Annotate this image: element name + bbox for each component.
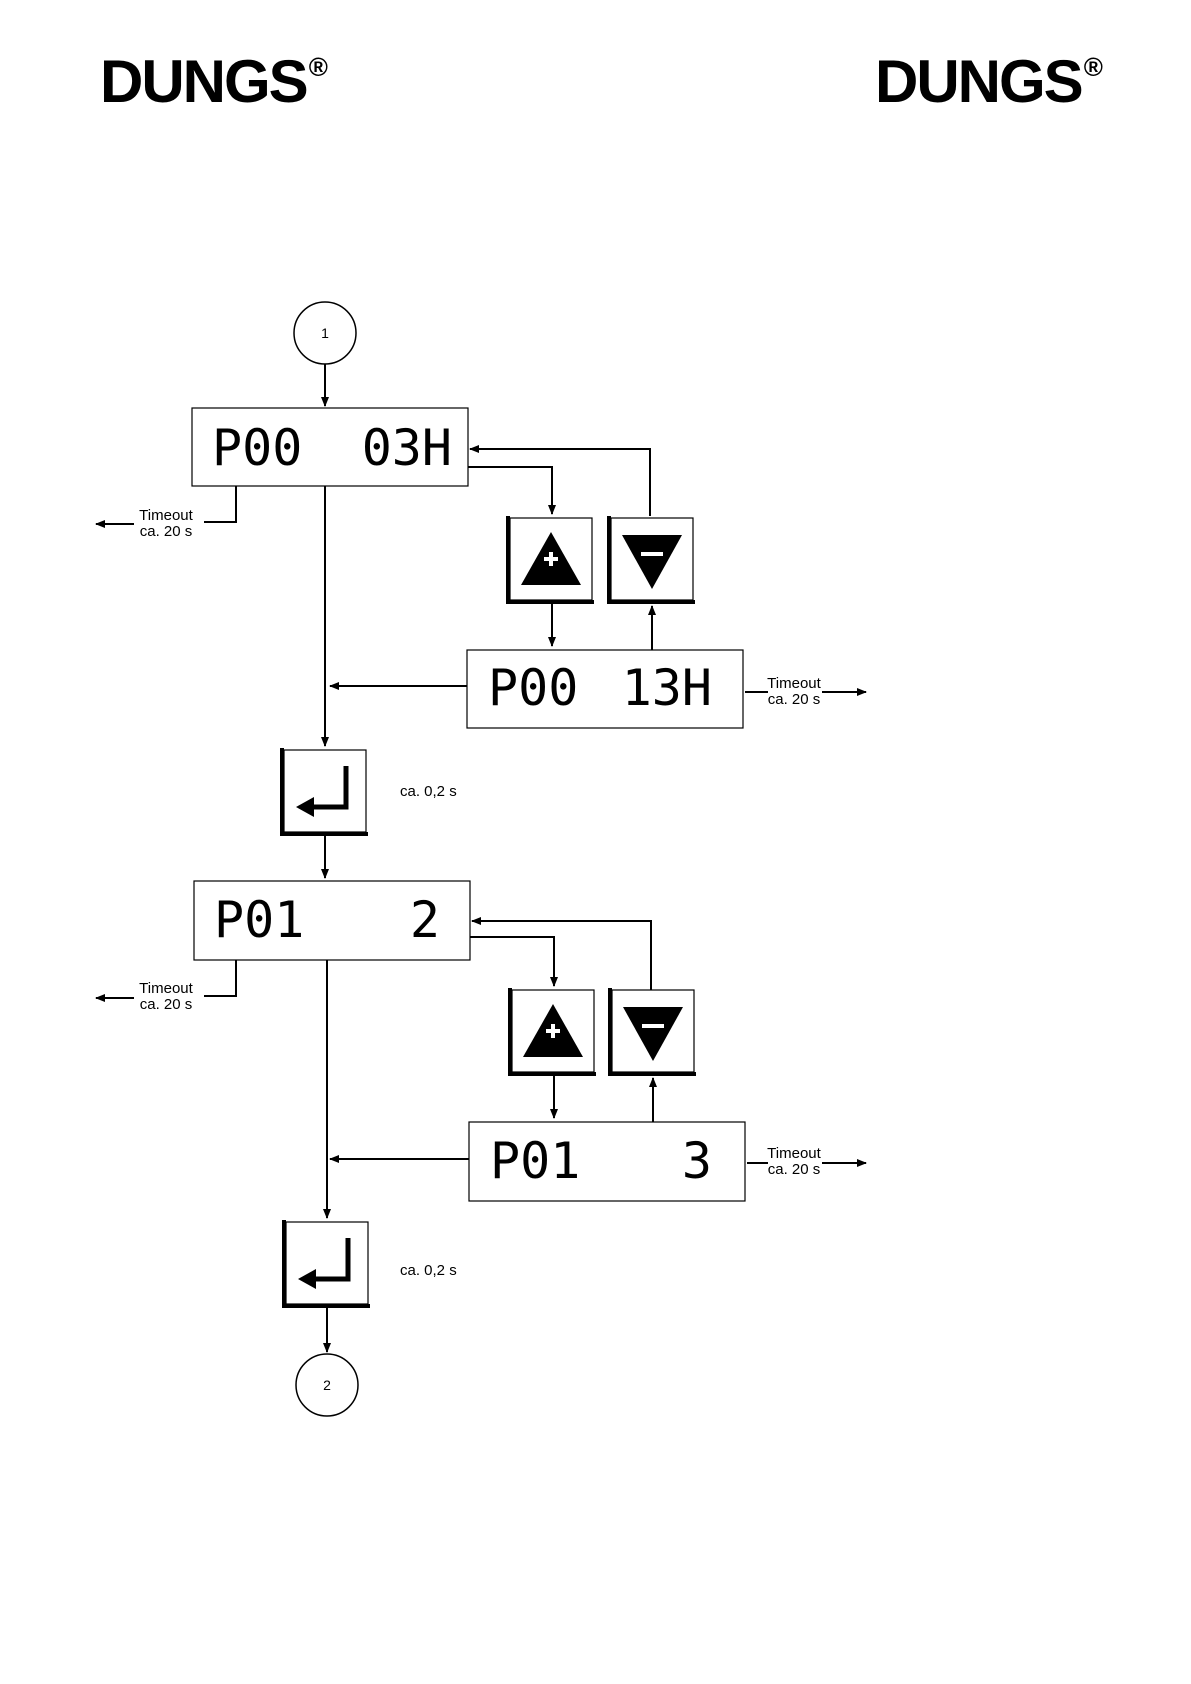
- display-p01-changed: P01 3: [469, 1122, 745, 1201]
- end-connector: 2: [296, 1354, 358, 1416]
- enter-duration-label: ca. 0,2 s: [400, 1262, 457, 1279]
- display-value: 03H: [362, 419, 452, 477]
- timeout-bracket: [204, 960, 236, 996]
- timeout-duration: ca. 20 s: [768, 691, 821, 708]
- display-param: P01: [490, 1132, 580, 1190]
- display-value: 2: [410, 891, 440, 949]
- display-param: P00: [212, 419, 302, 477]
- enter-duration-label: ca. 0,2 s: [400, 783, 457, 800]
- display-param: P01: [214, 891, 304, 949]
- plus-button[interactable]: [510, 988, 596, 1074]
- plus-button[interactable]: [508, 516, 594, 602]
- timeout-label: Timeout: [767, 1145, 821, 1162]
- arrow-to-plus-button: [468, 467, 552, 514]
- display-p00-changed: P00 13H: [467, 650, 743, 728]
- end-connector-label: 2: [323, 1377, 331, 1393]
- timeout-duration: ca. 20 s: [140, 523, 193, 540]
- enter-button[interactable]: [282, 748, 368, 834]
- enter-button[interactable]: [284, 1220, 370, 1306]
- arrow-to-plus-button: [470, 937, 554, 986]
- display-param: P00: [488, 659, 578, 717]
- display-value: 13H: [622, 659, 712, 717]
- start-connector: 1: [294, 302, 356, 364]
- minus-button[interactable]: [609, 516, 695, 602]
- timeout-label: Timeout: [139, 980, 193, 997]
- display-p00-current: P00 03H: [192, 408, 468, 486]
- timeout-duration: ca. 20 s: [140, 996, 193, 1013]
- timeout-duration: ca. 20 s: [768, 1161, 821, 1178]
- timeout-label: Timeout: [139, 507, 193, 524]
- display-p01-current: P01 2: [194, 881, 470, 960]
- arrow-minus-to-display: [472, 921, 651, 990]
- timeout-label: Timeout: [767, 675, 821, 692]
- display-value: 3: [682, 1132, 712, 1190]
- arrow-minus-to-display: [470, 449, 650, 516]
- start-connector-label: 1: [321, 325, 329, 341]
- timeout-bracket: [204, 486, 236, 522]
- minus-button[interactable]: [610, 988, 696, 1074]
